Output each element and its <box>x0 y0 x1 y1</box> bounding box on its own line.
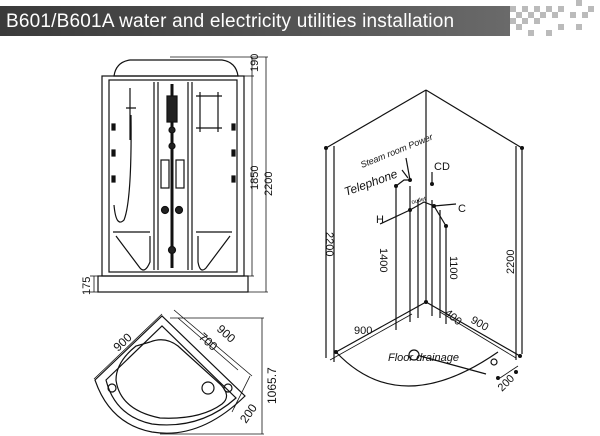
label-steam-power: Steam room Power <box>359 131 435 170</box>
dim-400-iso: 400 <box>442 307 464 328</box>
page-title: B601/B601A water and electricity utiliti… <box>6 11 455 32</box>
title-bar: B601/B601A water and electricity utiliti… <box>0 6 510 36</box>
label-h: H <box>376 214 384 226</box>
dim-190: 190 <box>249 54 261 72</box>
front-view-cabin <box>97 59 249 293</box>
plan-view-tray <box>94 315 246 434</box>
dim-200-plan: 200 <box>237 401 260 426</box>
label-telephone: Telephone <box>342 167 399 199</box>
dim-175: 175 <box>81 277 93 295</box>
label-floor-drainage: Floor drainage <box>388 352 459 364</box>
dim-900-iso-left: 900 <box>354 325 372 337</box>
label-cd: CD <box>434 161 450 173</box>
label-c: C <box>458 203 466 215</box>
plan-view-dimensions <box>93 309 264 435</box>
dim-2200-iso-right: 2200 <box>505 250 517 274</box>
dim-2200-iso-left: 2200 <box>323 232 335 256</box>
label-outlet: outlet <box>411 196 427 206</box>
dim-1065-7: 1065.7 <box>265 367 279 404</box>
dim-1400: 1400 <box>377 248 389 272</box>
dim-1850: 1850 <box>249 166 261 190</box>
checker-decoration <box>510 0 594 36</box>
dim-2200-front: 2200 <box>263 172 275 196</box>
iso-view-points <box>324 146 524 380</box>
front-view-dimensions <box>90 56 268 293</box>
dim-200-iso: 200 <box>496 373 517 394</box>
iso-view-dimensions <box>329 311 519 379</box>
dim-1100: 1100 <box>447 256 459 280</box>
